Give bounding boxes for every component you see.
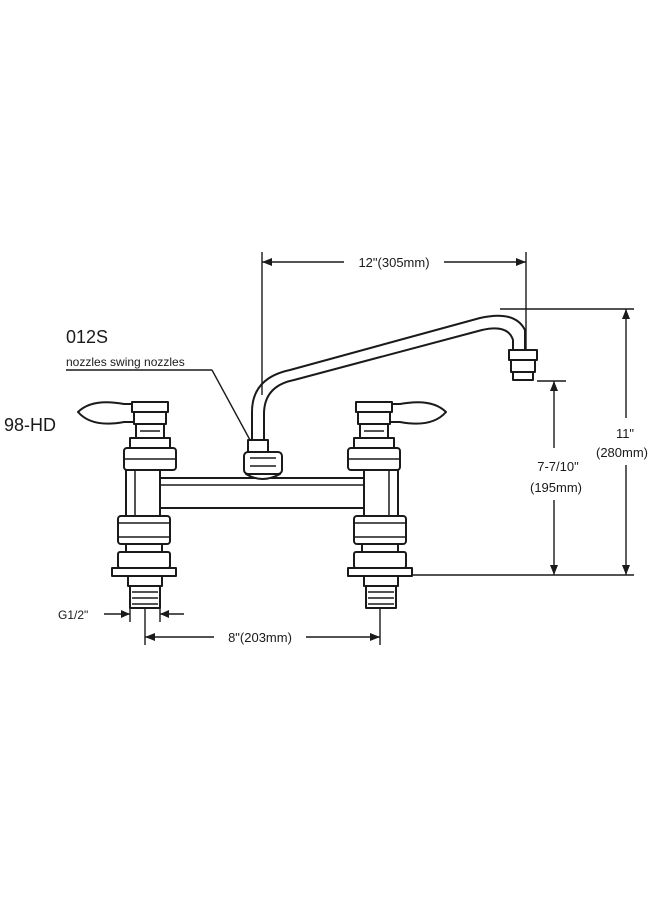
connecting-body xyxy=(149,477,376,509)
center-spacing-label: 8"(203mm) xyxy=(228,630,292,645)
spout-reach-label: 12"(305mm) xyxy=(358,255,429,270)
outlet-height-in-label: 7-7/10" xyxy=(537,459,579,474)
total-height-in-label: 11" xyxy=(616,426,634,441)
dim-center-spacing xyxy=(144,608,381,645)
thread-label: G1/2" xyxy=(58,608,88,622)
swing-spout xyxy=(243,314,538,480)
model-spout-label: 012S xyxy=(66,327,108,347)
dim-total-height xyxy=(412,308,634,576)
total-height-mm-label: (280mm) xyxy=(596,445,648,460)
left-valve xyxy=(77,401,177,609)
spout-leader xyxy=(66,369,251,441)
dim-outlet-height xyxy=(537,380,566,575)
spout-note-label: nozzles swing nozzles xyxy=(66,355,185,369)
dim-thread xyxy=(104,604,184,622)
outlet-height-mm-label: (195mm) xyxy=(530,480,582,495)
model-handle-label: 98-HD xyxy=(4,415,56,435)
dim-spout-reach xyxy=(261,252,527,395)
right-valve xyxy=(347,401,447,609)
